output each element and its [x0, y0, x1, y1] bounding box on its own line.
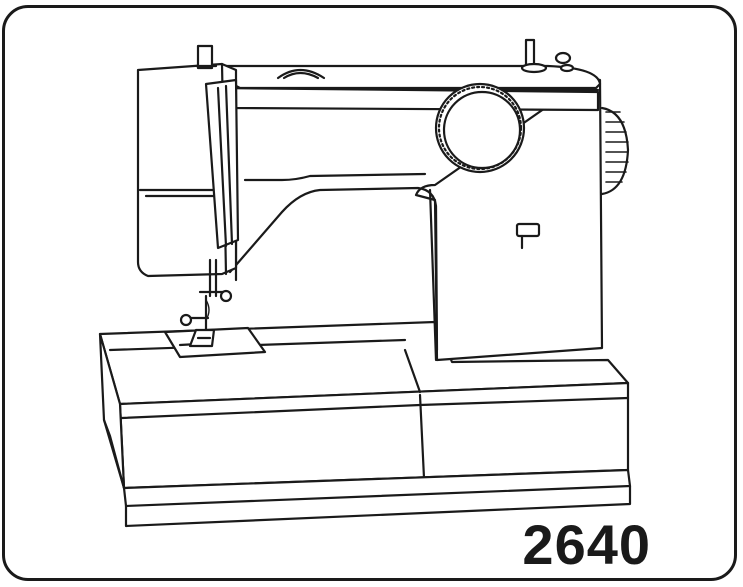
stitch-selector-dial: [434, 82, 526, 174]
model-number-label: 2640: [522, 513, 651, 576]
needle-plate: [163, 326, 267, 359]
handwheel: [600, 106, 630, 196]
machine-base: [98, 320, 632, 528]
needle-assembly: [179, 258, 233, 348]
reverse-lever: [515, 222, 541, 250]
top-fittings: [194, 38, 575, 80]
